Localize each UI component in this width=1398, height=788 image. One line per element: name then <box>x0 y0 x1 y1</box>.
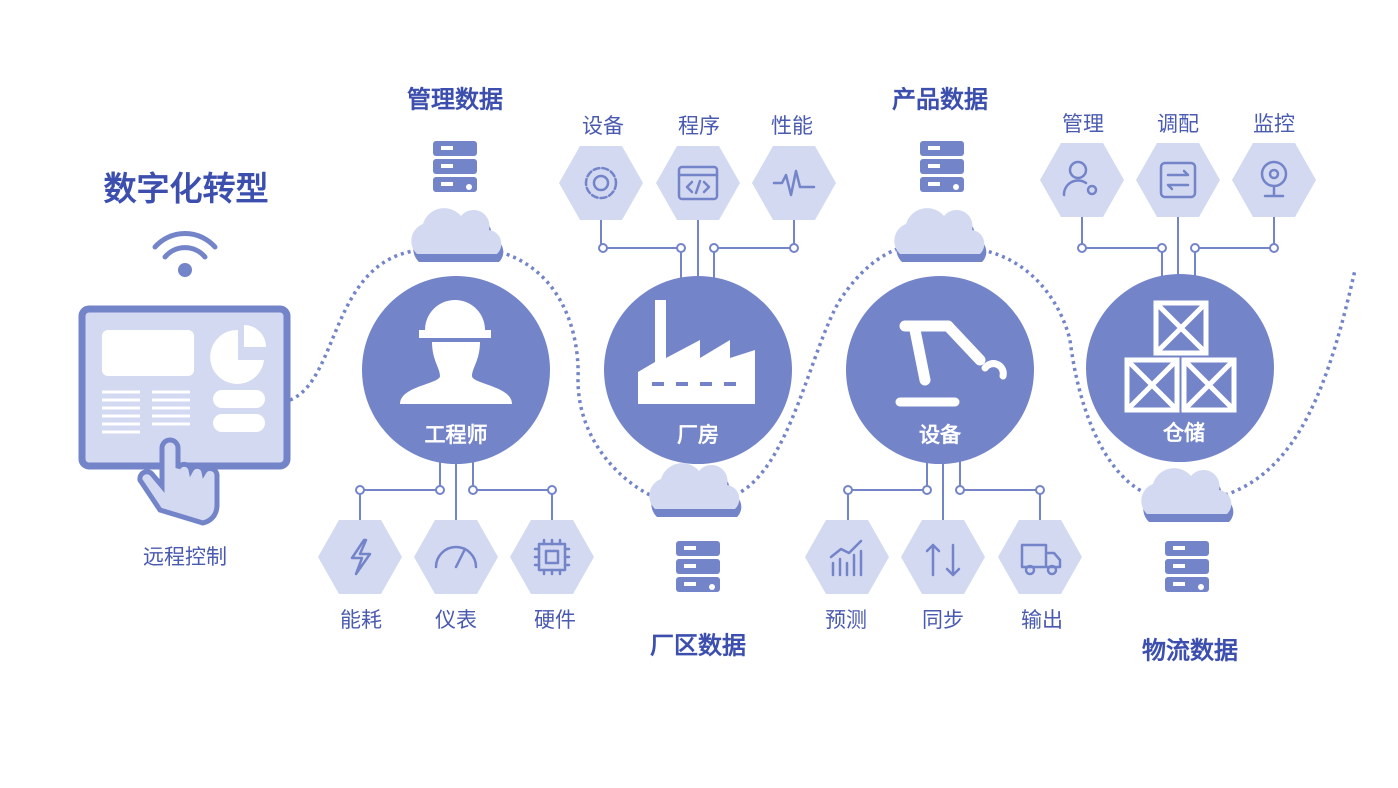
server-icon <box>1165 541 1209 592</box>
server-icon <box>676 541 720 592</box>
node-device: 设备 <box>919 423 961 447</box>
code-window-icon <box>677 165 719 201</box>
hex-label: 设备 <box>582 114 624 138</box>
trend-chart-icon <box>829 539 863 577</box>
engineer-icon <box>400 300 512 404</box>
hex-label: 程序 <box>678 114 720 138</box>
node-engineer: 工程师 <box>424 423 488 447</box>
pulse-icon <box>772 169 816 197</box>
gauge-icon <box>434 545 478 569</box>
hex-label: 监控 <box>1253 112 1295 136</box>
cloud-icon <box>1141 468 1234 522</box>
boxes-icon <box>1124 300 1237 413</box>
hex-label: 硬件 <box>534 608 576 632</box>
hex-label: 能耗 <box>340 608 382 632</box>
truck-icon <box>1020 543 1062 576</box>
factory-data-title: 厂区数据 <box>650 631 746 660</box>
webcam-icon <box>1260 160 1288 198</box>
logistics-data-title: 物流数据 <box>1142 636 1238 665</box>
hex-label: 调配 <box>1157 112 1199 136</box>
robot-arm-icon <box>895 320 1007 407</box>
transfer-icon <box>1159 161 1197 199</box>
product-data-title: 产品数据 <box>892 85 988 114</box>
hex-label: 仪表 <box>435 608 477 632</box>
dotted-flow-path <box>289 246 1357 497</box>
management-data-title: 管理数据 <box>407 85 503 114</box>
server-icon <box>920 141 964 192</box>
wifi-icon <box>152 231 218 277</box>
factory-icon <box>638 300 755 404</box>
hex-label: 输出 <box>1021 608 1063 632</box>
cloud-icon <box>411 208 504 262</box>
tablet-icon <box>78 305 291 526</box>
hex-label: 预测 <box>825 608 867 632</box>
main-title: 数字化转型 <box>103 169 269 208</box>
sync-arrows-icon <box>925 543 961 577</box>
hex-label: 性能 <box>771 114 813 138</box>
hex-label: 同步 <box>922 608 964 632</box>
remote-control-label: 远程控制 <box>143 545 227 569</box>
chip-icon <box>533 538 571 576</box>
node-warehouse: 仓储 <box>1163 421 1205 445</box>
lightning-icon <box>350 538 372 576</box>
cloud-icon <box>894 208 987 262</box>
cloud-icon <box>649 463 742 517</box>
node-factory: 厂房 <box>677 423 719 447</box>
gear-icon <box>584 166 618 200</box>
user-settings-icon <box>1062 160 1098 197</box>
hex-label: 管理 <box>1062 112 1104 136</box>
server-icon <box>433 141 477 192</box>
